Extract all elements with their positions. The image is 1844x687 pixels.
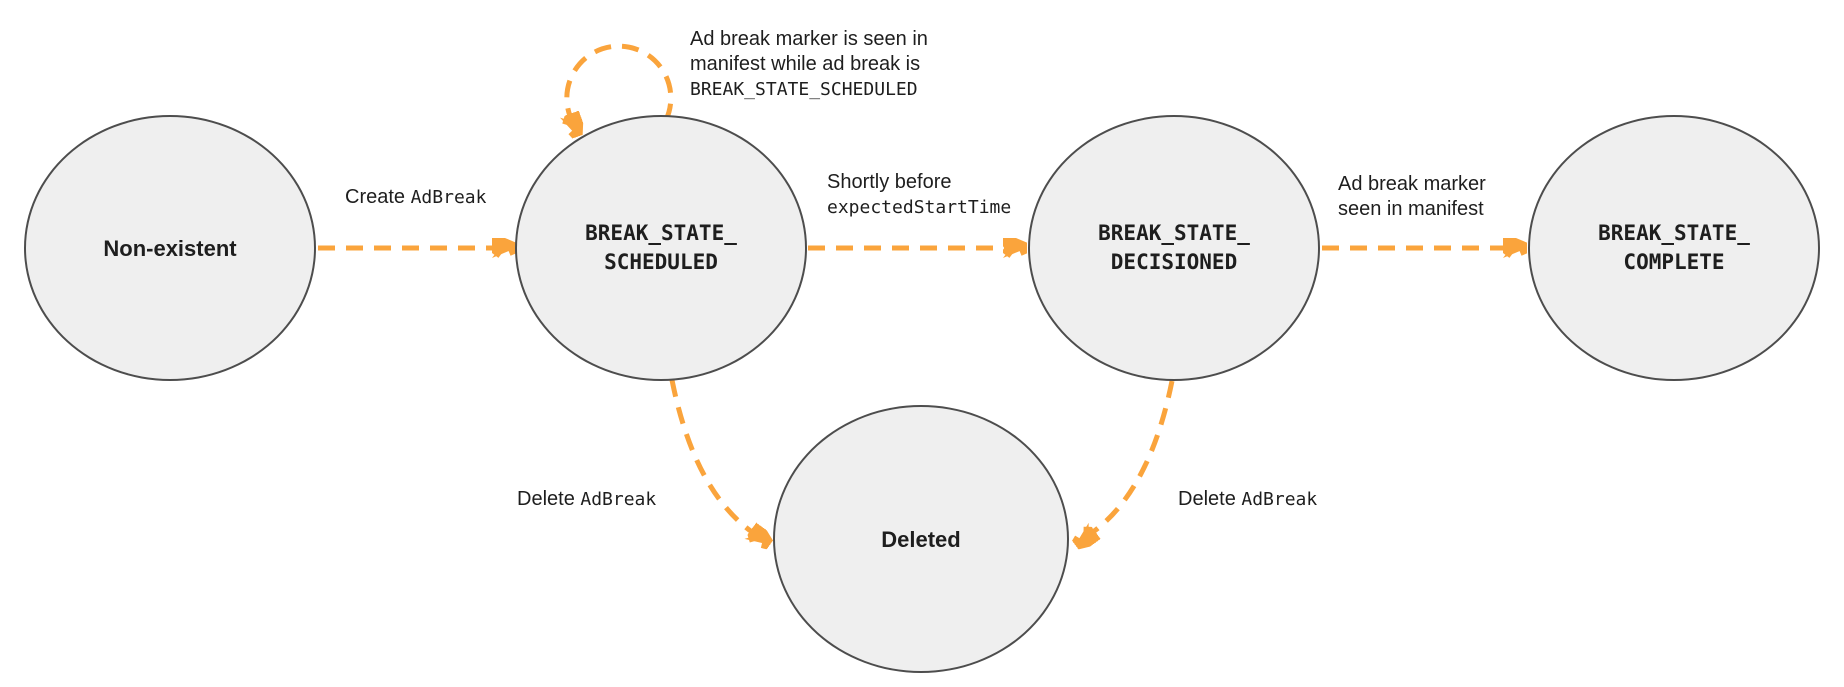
edge-label-line2: manifest while ad break is — [690, 53, 921, 75]
edge-self-loop-scheduled — [567, 43, 674, 120]
edge-label-delete-adbreak-left: Delete AdBreak — [517, 487, 656, 512]
node-break-state-scheduled-label: BREAK_STATE_ SCHEDULED — [585, 219, 737, 277]
edge-decisioned-to-deleted — [1093, 380, 1175, 532]
node-deleted-label: Deleted — [881, 525, 960, 554]
edge-label-create-adbreak: Create AdBreak — [345, 185, 486, 210]
node-label-line1: BREAK_STATE_ — [1098, 221, 1250, 245]
node-break-state-decisioned-label: BREAK_STATE_ DECISIONED — [1098, 219, 1250, 277]
edge-label-code: AdBreak — [410, 187, 487, 208]
node-non-existent-label: Non-existent — [103, 234, 236, 263]
node-break-state-complete-label: BREAK_STATE_ COMPLETE — [1598, 219, 1750, 277]
edge-label-code: BREAK_STATE_SCHEDULED — [690, 79, 918, 100]
edge-label-code: expectedStartTime — [827, 197, 1012, 218]
edge-label-plain: Shortly before — [827, 171, 952, 193]
edge-label-plain: Delete — [517, 488, 581, 510]
node-label-line2: SCHEDULED — [604, 250, 718, 274]
node-break-state-decisioned: BREAK_STATE_ DECISIONED — [1028, 115, 1320, 381]
node-label-line2: DECISIONED — [1110, 250, 1238, 274]
edge-label-code: AdBreak — [1241, 489, 1318, 510]
edge-label-plain: Delete — [1178, 488, 1242, 510]
edge-label-line2: seen in manifest — [1338, 198, 1484, 220]
node-break-state-scheduled: BREAK_STATE_ SCHEDULED — [515, 115, 807, 381]
node-label-line1: BREAK_STATE_ — [585, 221, 737, 245]
edge-label-delete-adbreak-right: Delete AdBreak — [1178, 487, 1317, 512]
node-label-text: Non-existent — [103, 235, 237, 261]
edge-scheduled-to-deleted — [669, 379, 752, 532]
edge-label-marker-seen: Ad break marker seen in manifest — [1338, 172, 1486, 222]
node-label-line2: COMPLETE — [1623, 250, 1725, 274]
node-label-text: Deleted — [881, 526, 961, 552]
edge-label-code: AdBreak — [580, 489, 657, 510]
node-non-existent: Non-existent — [24, 115, 316, 381]
node-deleted: Deleted — [773, 405, 1069, 673]
edge-label-self-loop: Ad break marker is seen in manifest whil… — [690, 27, 928, 102]
edge-label-shortly-before: Shortly before expectedStartTime — [827, 170, 1011, 220]
edge-label-plain: Create — [345, 186, 411, 208]
edge-label-line1: Ad break marker is seen in — [690, 28, 928, 50]
node-label-line1: BREAK_STATE_ — [1598, 221, 1750, 245]
edge-label-line1: Ad break marker — [1338, 173, 1486, 195]
node-break-state-complete: BREAK_STATE_ COMPLETE — [1528, 115, 1820, 381]
